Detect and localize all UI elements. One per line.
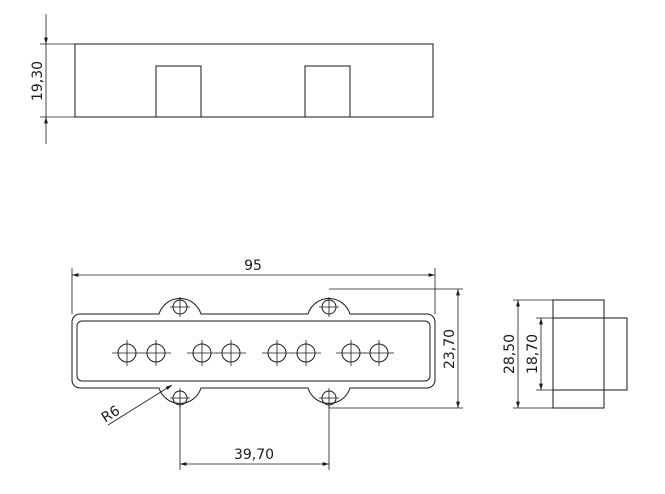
dim-pole-spacing: 39,70 xyxy=(234,447,274,463)
front-view: 95 23,70 39,70 R6 xyxy=(71,258,463,470)
pole-piece xyxy=(336,340,366,366)
pole-piece xyxy=(187,340,217,366)
dim-side-height-inner: 18,70 xyxy=(525,334,541,374)
side-view: 28,50 18,70 xyxy=(502,299,628,409)
mounting-hole-top-right xyxy=(319,297,339,317)
pole-piece xyxy=(291,340,321,366)
dim-radius: R6 xyxy=(99,403,123,426)
side-view-cover xyxy=(552,317,628,391)
front-view-inner-face xyxy=(76,320,431,382)
pole-piece xyxy=(112,340,142,366)
pole-piece xyxy=(262,340,292,366)
mounting-hole-top-left xyxy=(170,297,190,317)
pole-piece xyxy=(364,340,394,366)
front-view-outline xyxy=(71,298,436,404)
dim-height-outer: 23,70 xyxy=(442,329,458,369)
dim-line-radius xyxy=(107,384,173,426)
top-view-notch-right xyxy=(304,65,351,118)
pole-piece xyxy=(141,340,171,366)
dim-side-height-outer: 28,50 xyxy=(502,334,518,374)
dim-top-height: 19,30 xyxy=(30,61,46,101)
pole-pieces xyxy=(112,340,394,366)
top-view-outline xyxy=(74,43,434,118)
side-view-body xyxy=(552,299,605,409)
top-view: 19,30 xyxy=(30,14,434,144)
dim-overall-width: 95 xyxy=(244,258,262,274)
pole-piece xyxy=(216,340,246,366)
top-view-notch-left xyxy=(155,65,202,118)
